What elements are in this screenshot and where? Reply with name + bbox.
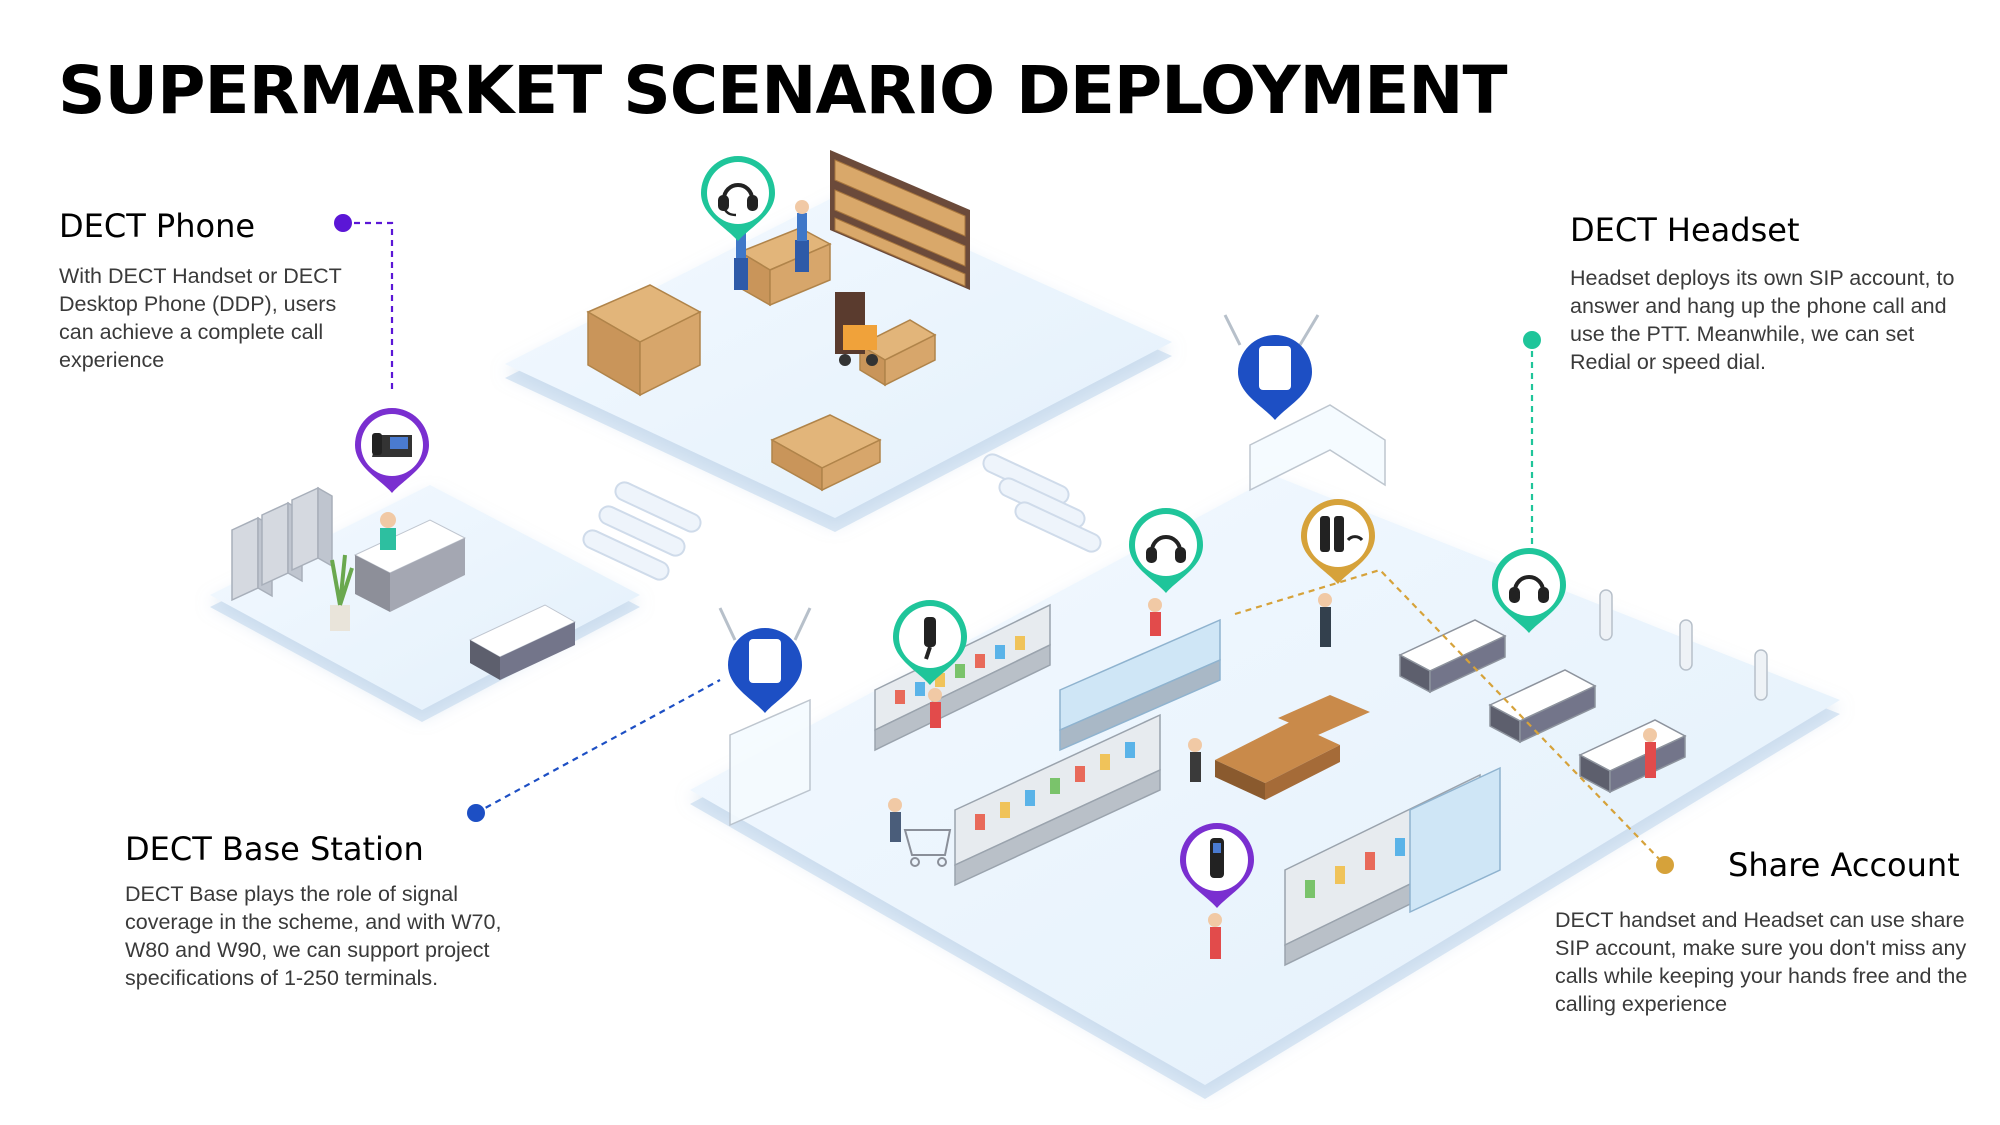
handset-icon <box>924 617 936 660</box>
dect-base-station-dot <box>467 804 485 822</box>
base-station-icon <box>1259 346 1291 390</box>
pin-aisle-handset <box>1180 823 1254 908</box>
base-station-icon <box>749 639 781 683</box>
warehouse-shelving <box>830 150 970 290</box>
glass-partitions <box>729 404 1386 827</box>
handset-icon <box>1210 838 1224 878</box>
pin-warehouse-headset <box>701 156 775 241</box>
walkway-bridge-right <box>982 453 1102 553</box>
dect-headset-heading: DECT Headset <box>1570 211 1800 249</box>
shoppers <box>888 593 1657 959</box>
filing-cabinets <box>231 486 333 602</box>
reception-sofa <box>468 604 577 680</box>
fridges <box>1059 618 1501 914</box>
connector-lines <box>343 221 1666 866</box>
pin-store-headset <box>1129 508 1203 593</box>
shopping-cart <box>903 829 952 867</box>
pin-share-account-handsets <box>1301 499 1375 584</box>
share-account-heading: Share Account <box>1728 846 1960 884</box>
pin-base-station-right <box>1238 335 1312 420</box>
headset-icon <box>718 183 758 217</box>
forklift <box>835 292 878 366</box>
office-desk <box>353 512 467 612</box>
security-gates <box>1599 589 1768 701</box>
walkway-bridge-left <box>582 481 702 581</box>
box-stacks <box>586 227 937 492</box>
produce-stands <box>1215 695 1370 800</box>
headset-icon <box>1146 535 1186 563</box>
dect-phone-dot <box>334 214 352 232</box>
page-title: SUPERMARKET SCENARIO DEPLOYMENT <box>58 52 1508 129</box>
pin-base-station-left <box>728 628 802 713</box>
dect-base-station-description: DECT Base plays the role of signal cover… <box>125 882 502 990</box>
pin-office-desk-phone <box>355 408 429 493</box>
headset-icon <box>1509 575 1549 603</box>
potted-plant <box>330 554 354 631</box>
dect-headset-description: Headset deploys its own SIP account, to … <box>1570 266 1955 374</box>
handset-pair-icon <box>1320 516 1364 552</box>
share-account-description: DECT handset and Headset can use share S… <box>1555 908 1968 1016</box>
base-station-antennas <box>718 314 1320 641</box>
desk-phone-icon <box>372 433 412 457</box>
pin-shelf-handset <box>893 600 967 685</box>
dect-phone-heading: DECT Phone <box>59 207 256 245</box>
warehouse-platform <box>505 193 1172 532</box>
dect-base-station-heading: DECT Base Station <box>125 830 424 868</box>
dect-headset-dot <box>1523 331 1541 349</box>
pin-checkout-headset <box>1492 548 1566 633</box>
checkout-counters <box>1398 619 1687 794</box>
share-account-dot <box>1656 856 1674 874</box>
dect-phone-description: With DECT Handset or DECT Desktop Phone … <box>59 264 342 372</box>
